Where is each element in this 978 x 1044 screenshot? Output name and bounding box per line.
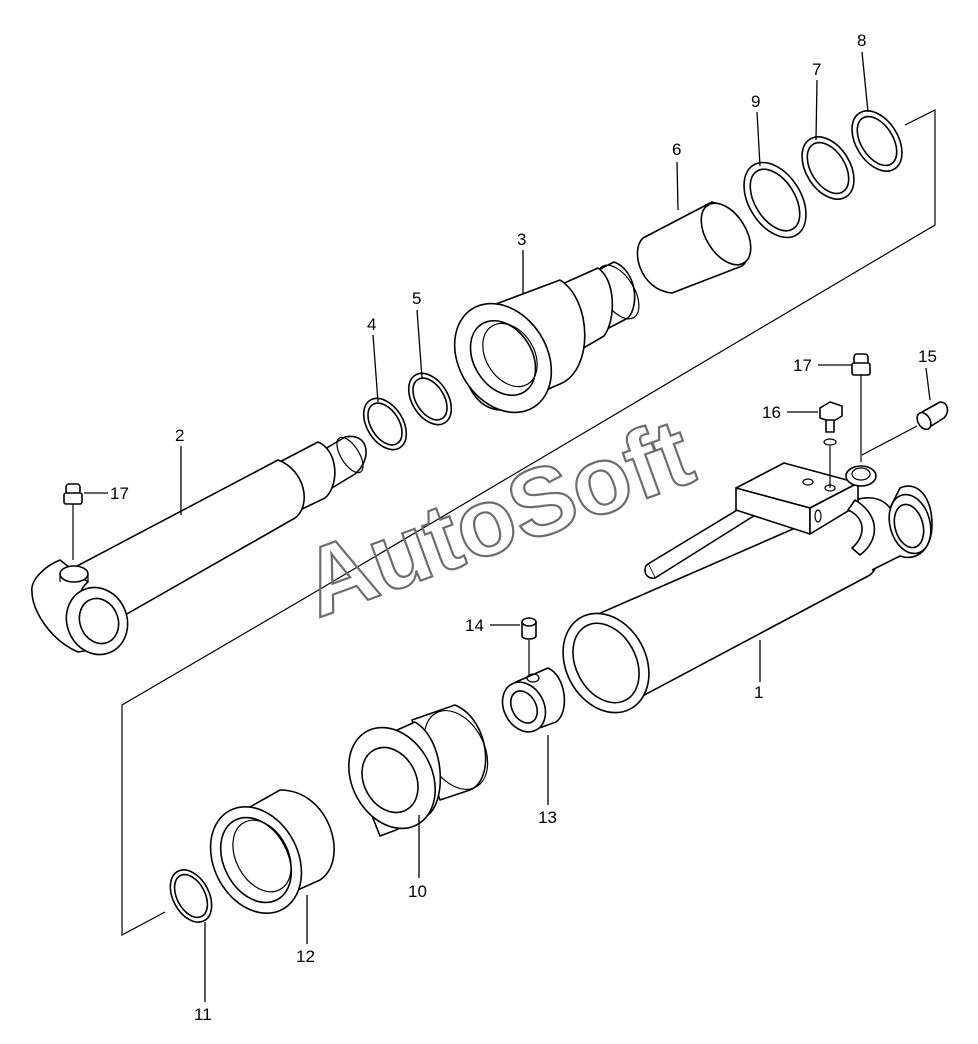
callout-12: 12 — [296, 947, 315, 966]
callout-1: 1 — [754, 683, 763, 702]
callout-6: 6 — [672, 140, 681, 159]
part-6-bushing — [636, 201, 752, 294]
callout-7: 7 — [812, 60, 821, 79]
assembly-frame — [121, 109, 936, 937]
part-14-pin — [521, 617, 537, 678]
part-10-piston — [347, 704, 489, 837]
part-16-plug — [819, 401, 843, 488]
callout-4: 4 — [367, 315, 376, 334]
part-4-o-ring — [362, 397, 408, 451]
part-13-collar — [501, 667, 566, 733]
part-5-o-ring — [407, 372, 453, 426]
callout-17-right: 17 — [793, 356, 812, 375]
callout-16: 16 — [762, 403, 781, 422]
callout-13: 13 — [538, 808, 557, 827]
callout-8: 8 — [857, 31, 866, 50]
part-15-pin — [861, 401, 949, 456]
part-8-o-ring — [851, 110, 903, 172]
part-12-tube-sleeve — [209, 789, 335, 915]
callout-labels: 1 2 3 4 5 6 7 8 9 10 11 12 13 14 15 16 1… — [110, 31, 937, 1024]
callout-2: 2 — [175, 426, 184, 445]
part-9-seal-ring — [743, 161, 807, 239]
part-7-backup-ring — [801, 136, 855, 200]
part-1-cylinder-tube — [562, 462, 933, 714]
part-3-cylinder-head — [453, 261, 640, 414]
callout-17-left: 17 — [110, 484, 129, 503]
callout-11: 11 — [194, 1005, 212, 1024]
callout-3: 3 — [517, 230, 526, 249]
callout-15: 15 — [918, 347, 937, 366]
callout-5: 5 — [412, 289, 421, 308]
leader-lines — [84, 51, 931, 1002]
part-17-grease-nipple-left — [63, 483, 83, 560]
part-17-grease-nipple-right — [851, 353, 871, 462]
callout-14: 14 — [465, 616, 484, 635]
part-2-piston-rod — [31, 435, 367, 656]
callout-9: 9 — [751, 92, 760, 111]
callout-10: 10 — [408, 882, 427, 901]
part-11-o-ring — [169, 869, 213, 923]
